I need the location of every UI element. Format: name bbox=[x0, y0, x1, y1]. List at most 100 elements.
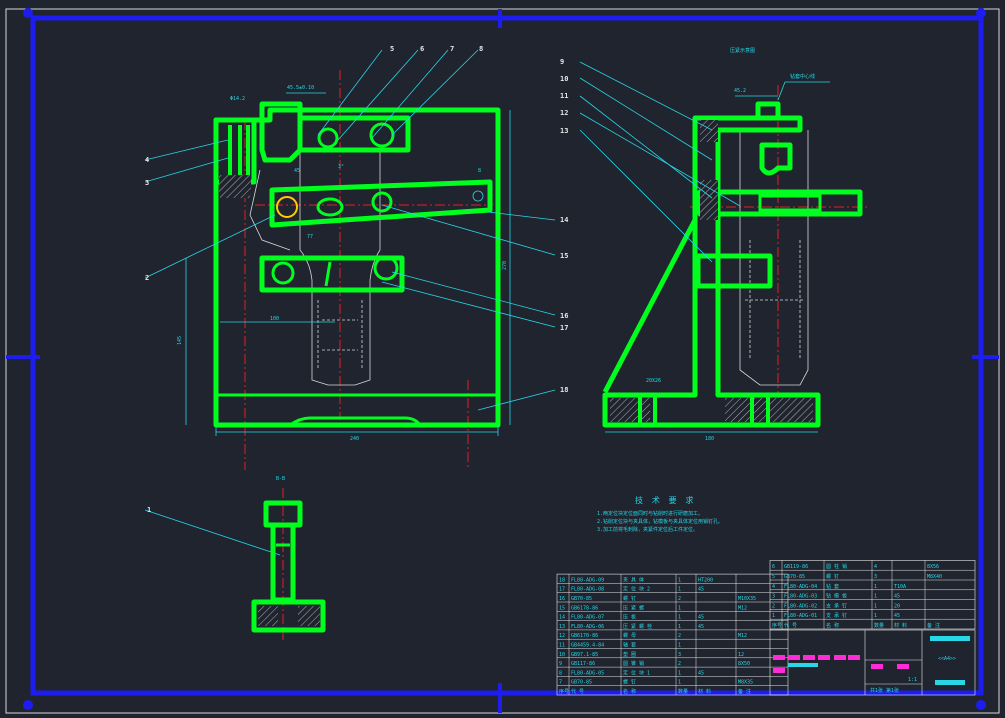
bom-cell: 6 bbox=[772, 564, 775, 570]
bom-header-cell: 代 号 bbox=[784, 622, 797, 629]
bom-cell: M12 bbox=[738, 633, 747, 639]
svg-text:16: 16 bbox=[560, 312, 568, 320]
bom-cell: 圆 柱 销 bbox=[826, 563, 847, 570]
bom-cell: 20 bbox=[894, 603, 900, 609]
bom-cell: T10A bbox=[894, 584, 906, 590]
bom-cell: 45 bbox=[698, 670, 704, 676]
dimensions-side: 180 45.2 钻套中心线 20X26 bbox=[605, 73, 830, 442]
bom-header-cell: 备 注 bbox=[738, 688, 751, 695]
bom-cell: 1 bbox=[678, 670, 681, 676]
bom-cell: 支 承 钉 bbox=[826, 612, 847, 619]
svg-text:9: 9 bbox=[560, 58, 564, 66]
section-view: B-B bbox=[251, 476, 326, 640]
bom-cell: GB119-86 bbox=[784, 564, 808, 570]
bom-cell: 4 bbox=[772, 584, 775, 590]
svg-text:2.钻削定位块与夹具体，钻模板与夹具体定位用销钉孔。: 2.钻削定位块与夹具体，钻模板与夹具体定位用销钉孔。 bbox=[597, 518, 723, 525]
svg-text:14: 14 bbox=[560, 216, 568, 224]
bom-cell: 11 bbox=[559, 643, 565, 649]
bom-cell: 1 bbox=[874, 603, 877, 609]
svg-text:8: 8 bbox=[479, 45, 483, 53]
bom-cell: 12 bbox=[738, 652, 744, 658]
bom-cell: HT200 bbox=[698, 577, 713, 583]
balloon-labels-main: 1 2 3 4 5 6 7 8 14 15 16 17 18 bbox=[145, 45, 568, 514]
svg-text:3.加工前将毛刺除，夹紧件定位后工件定位。: 3.加工前将毛刺除，夹紧件定位后工件定位。 bbox=[597, 526, 698, 533]
svg-text:45: 45 bbox=[294, 168, 300, 174]
bom-header-cell: 材 料 bbox=[894, 622, 907, 629]
bom-cell: 1 bbox=[678, 624, 681, 630]
centering-marks bbox=[6, 9, 999, 713]
bom-cell: 1 bbox=[678, 680, 681, 686]
svg-text:10: 10 bbox=[560, 75, 568, 83]
bom-cell: 12 bbox=[559, 633, 565, 639]
svg-text:13: 13 bbox=[560, 127, 568, 135]
bom-cell: 8 bbox=[559, 670, 562, 676]
bom-cell: 18 bbox=[559, 577, 565, 583]
bom-cell: 垫 圈 bbox=[623, 651, 636, 658]
svg-text:240: 240 bbox=[350, 436, 359, 442]
svg-text:压紧示意图: 压紧示意图 bbox=[730, 47, 755, 54]
bom-cell: 螺 母 bbox=[623, 632, 636, 639]
svg-text:8: 8 bbox=[478, 168, 481, 174]
bom-cell: 16 bbox=[559, 596, 565, 602]
bom-cell: 1 bbox=[678, 615, 681, 621]
bom-cell: 45 bbox=[894, 613, 900, 619]
svg-text:2: 2 bbox=[145, 274, 149, 282]
bom-cell: 1 bbox=[678, 643, 681, 649]
bom-header-cell: 序号 bbox=[772, 622, 782, 629]
locating-block-lower bbox=[259, 255, 405, 293]
svg-text:145: 145 bbox=[177, 336, 183, 345]
bom-cell: 1 bbox=[874, 613, 877, 619]
title-block: <<A4>> 1:1 共1张 第1张 bbox=[769, 629, 976, 696]
bom-cell: GB70-85 bbox=[571, 680, 592, 686]
svg-text:100: 100 bbox=[270, 316, 279, 322]
bom-cell: 1 bbox=[678, 577, 681, 583]
svg-text:20X26: 20X26 bbox=[646, 378, 661, 384]
svg-text:12: 12 bbox=[560, 109, 568, 117]
bom-cell: 定 位 块 2 bbox=[623, 586, 650, 593]
svg-text:3: 3 bbox=[145, 179, 149, 187]
bom-cell: 45 bbox=[698, 624, 704, 630]
bom-cell: 2 bbox=[678, 596, 681, 602]
bom-cell: 螺 钉 bbox=[623, 595, 636, 602]
bom-cell: FL80-ADG-04 bbox=[784, 584, 817, 590]
bom-cell: 2 bbox=[678, 661, 681, 667]
bom-cell: GB6170-86 bbox=[571, 633, 598, 639]
leader-lines-main bbox=[144, 49, 556, 556]
bom-cell: FL80-ADG-01 bbox=[784, 613, 817, 619]
bom-cell: 9 bbox=[559, 661, 562, 667]
bom-cell: GB70-85 bbox=[571, 596, 592, 602]
rib bbox=[602, 218, 698, 394]
outer-border bbox=[5, 8, 1000, 714]
technical-requirements: 技 术 要 求 1.两定位块定位面同时与钻削时进行研磨加工。 2.钻削定位块与夹… bbox=[597, 495, 723, 533]
bom-header-cell: 备 注 bbox=[927, 622, 940, 629]
leader-lines-side bbox=[579, 61, 741, 263]
bom-cell: 2 bbox=[772, 603, 775, 609]
svg-text:270: 270 bbox=[502, 261, 508, 270]
bom-cell: 4 bbox=[874, 564, 877, 570]
svg-text:钻套中心线: 钻套中心线 bbox=[790, 73, 815, 80]
svg-text:45.2: 45.2 bbox=[734, 88, 746, 94]
bom-cell: GB70-85 bbox=[784, 574, 805, 580]
bom-header-cell: 序号 bbox=[559, 688, 569, 695]
svg-text:B-B: B-B bbox=[276, 476, 285, 482]
drawing-frame bbox=[30, 15, 984, 696]
bom-cell: 45 bbox=[894, 594, 900, 600]
side-view: 压紧示意图 180 45.2 钻套中心线 20X26 bbox=[560, 47, 870, 442]
bom-header-cell: 材 料 bbox=[698, 688, 711, 695]
bom-cell: 螺 钉 bbox=[826, 573, 839, 580]
svg-text:Φ14.2: Φ14.2 bbox=[230, 96, 245, 102]
corner-marks bbox=[23, 8, 986, 710]
bom-cell: 8X56 bbox=[927, 564, 939, 570]
bom-cell: FL80-ADG-08 bbox=[571, 587, 604, 593]
dimensions-main: 240 270 145 100 45.5±0.10 Φ14.2 45 77 3°… bbox=[177, 85, 511, 442]
bom-cell: FL80-ADG-09 bbox=[571, 577, 604, 583]
bom-cell: 45 bbox=[698, 587, 704, 593]
bom-cell: 5 bbox=[772, 574, 775, 580]
bom-cell: GB97.1-85 bbox=[571, 652, 598, 658]
svg-text:1: 1 bbox=[147, 506, 151, 514]
bom-cell: 压 板 bbox=[623, 614, 636, 621]
bom-cell: 7 bbox=[559, 680, 562, 686]
bom-cell: 压 紧 螺 栓 bbox=[623, 623, 652, 630]
